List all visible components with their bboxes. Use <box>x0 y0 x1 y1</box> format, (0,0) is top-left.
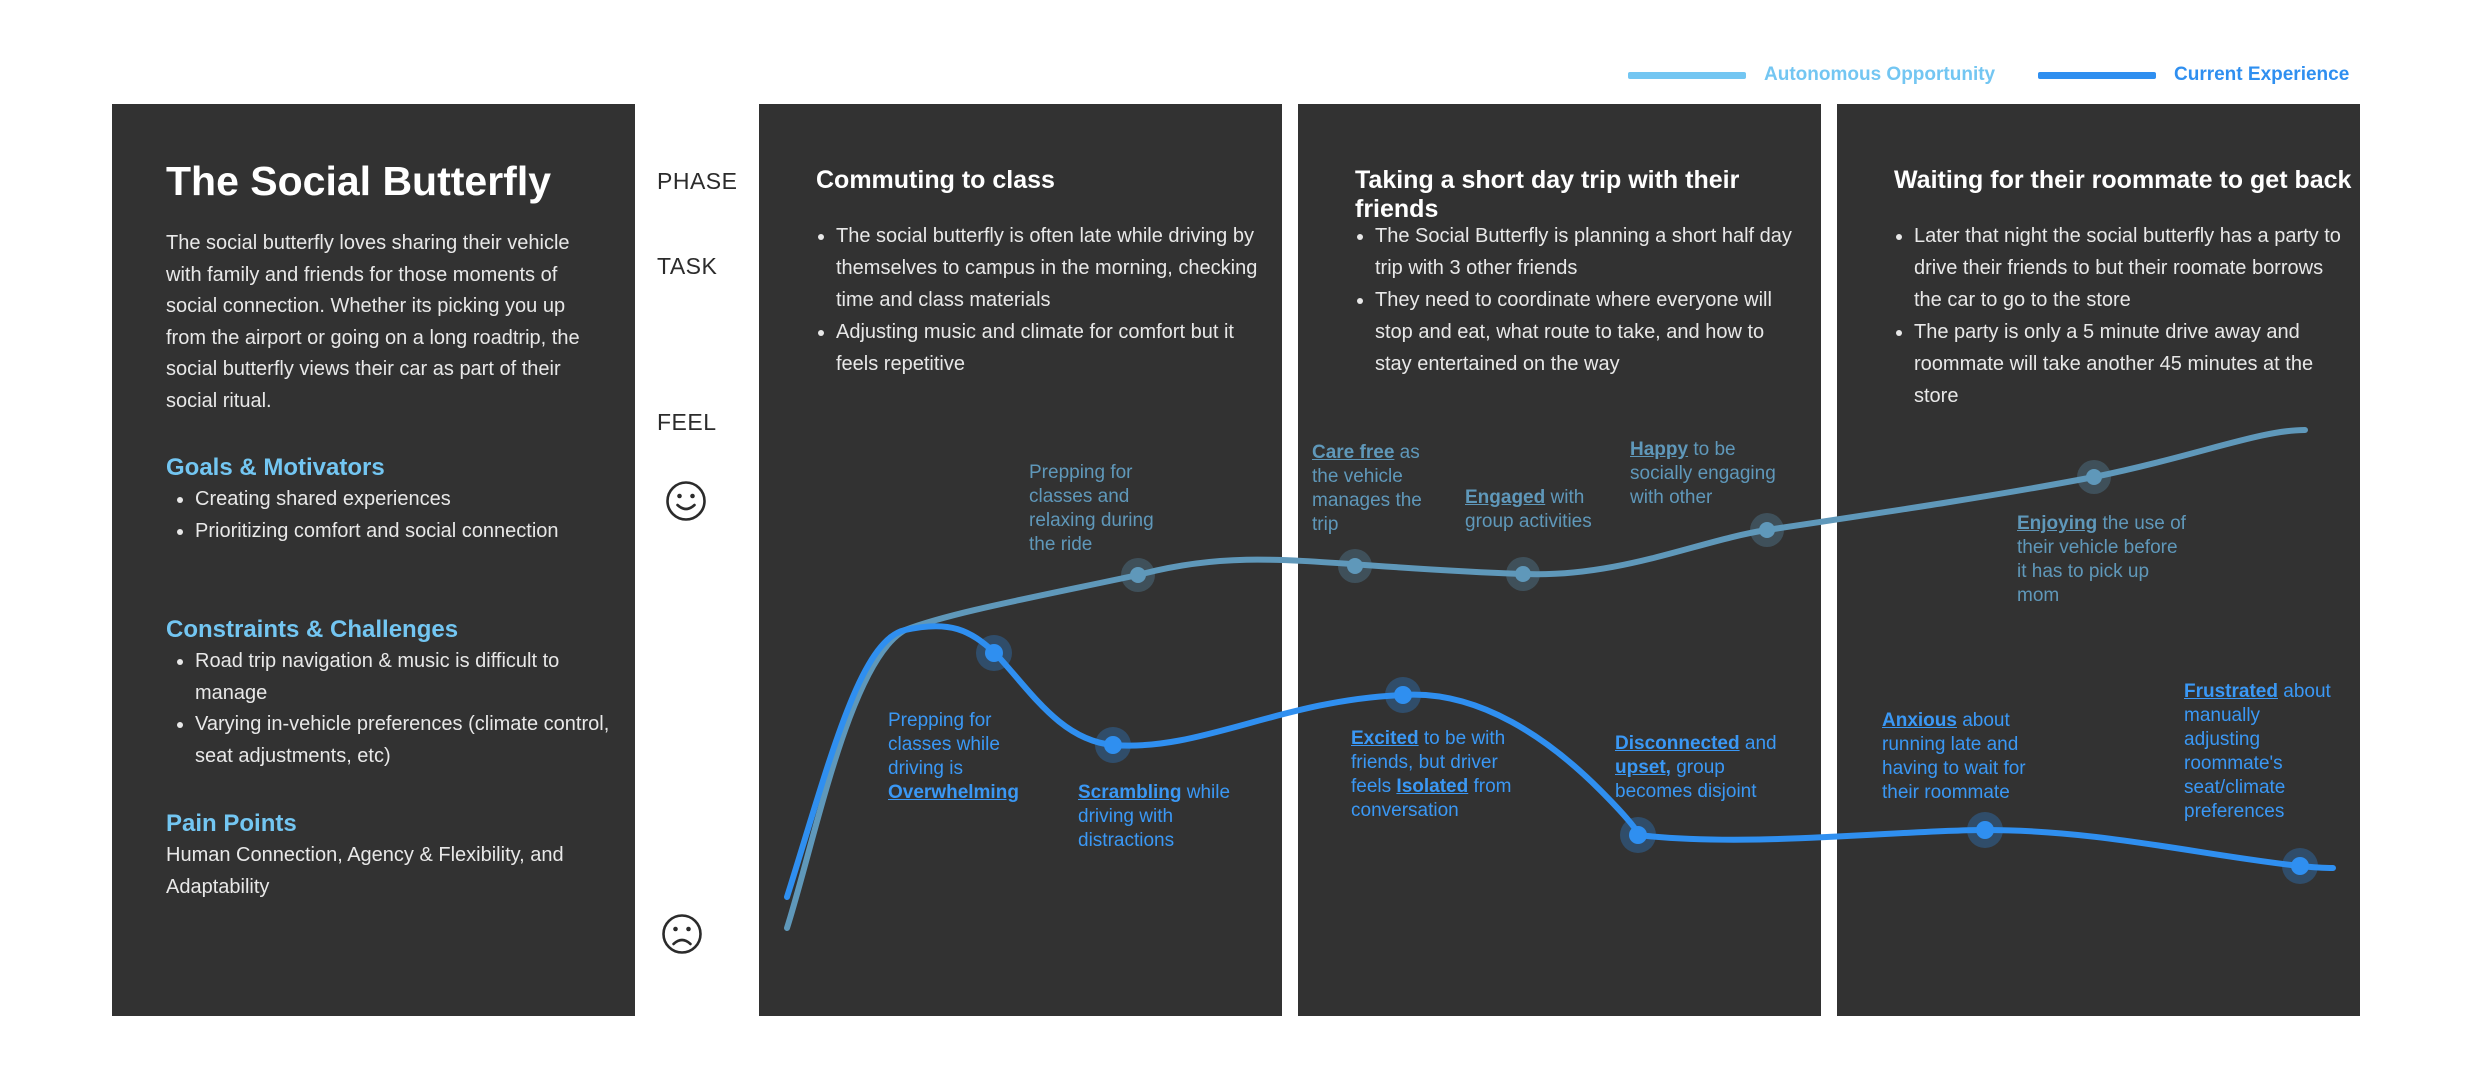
feel-row-label: FEEL <box>657 409 717 435</box>
task-row-label: TASK <box>657 253 718 279</box>
goal-item: Creating shared experiences <box>195 484 615 516</box>
persona-description: The social butterfly loves sharing their… <box>166 232 580 412</box>
annotation-emphasis: Overwhelming <box>888 782 1019 803</box>
annotation-emphasis: Scrambling <box>1078 782 1182 803</box>
annotation-emphasis: upset, <box>1615 757 1671 778</box>
autonomous-annotation: Happy to be socially engaging with other <box>1630 438 1800 510</box>
annotation-text: the use of their vehicle before it has t… <box>2017 513 2186 606</box>
phase-panel-day-trip: Taking a short day trip with their frien… <box>1298 104 1821 1016</box>
pain-points-text: Human Connection, Agency & Flexibility, … <box>166 844 564 898</box>
autonomous-marker <box>1750 513 1784 547</box>
legend-current: Current Experience <box>2038 62 2349 88</box>
autonomous-annotation: Engaged with group activities <box>1465 486 1615 534</box>
autonomous-marker <box>2077 460 2111 494</box>
annotation-emphasis: Happy <box>1630 439 1689 460</box>
annotation-text: from conversation <box>1351 776 1512 821</box>
task-item: They need to coordinate where everyone w… <box>1375 284 1805 380</box>
goals-heading: Goals & Motivators <box>166 454 385 481</box>
annotation-text: and <box>1739 733 1777 754</box>
autonomous-annotation: Prepping for classes and relaxing during… <box>1029 461 1179 557</box>
current-marker <box>976 635 1012 671</box>
phase-panel-waiting: Waiting for their roommate to get back L… <box>1837 104 2360 1016</box>
annotation-emphasis: Enjoying <box>2017 513 2098 534</box>
phase-title: Commuting to class <box>816 166 1055 194</box>
phase-panel-commuting: Commuting to class The social butterfly … <box>759 104 1282 1016</box>
current-annotation: Prepping for classes while driving is Ov… <box>888 709 1048 805</box>
phase-task-list: The Social Butterfly is planning a short… <box>1355 220 1805 380</box>
legend-autonomous-label: Autonomous Opportunity <box>1764 64 1996 85</box>
legend-autonomous-swatch <box>1628 71 1746 79</box>
task-item: The party is only a 5 minute drive away … <box>1914 316 2344 412</box>
current-marker <box>1620 817 1656 853</box>
annotation-text: about manually adjusting roommate's seat… <box>2184 681 2331 822</box>
constraints-heading: Constraints & Challenges <box>166 616 459 643</box>
current-annotation: Excited to be with friends, but driver f… <box>1351 727 1521 823</box>
phase-task-list: Later that night the social butterfly ha… <box>1894 220 2344 412</box>
annotation-text: as the vehicle manages the trip <box>1312 442 1422 535</box>
current-marker <box>1385 677 1421 713</box>
autonomous-marker <box>1506 557 1540 591</box>
legend-current-label: Current Experience <box>2174 64 2350 85</box>
autonomous-marker <box>1121 558 1155 592</box>
annotation-emphasis: Anxious <box>1882 710 1957 731</box>
task-item: Later that night the social butterfly ha… <box>1914 220 2344 316</box>
current-annotation: Anxious about running late and having to… <box>1882 709 2057 805</box>
task-item: The Social Butterfly is planning a short… <box>1375 220 1805 284</box>
current-marker <box>1967 812 2003 848</box>
smiley-face-icon <box>666 481 706 521</box>
annotation-emphasis: Disconnected <box>1615 733 1740 754</box>
annotation-text: about running late and having to wait fo… <box>1882 710 2026 803</box>
autonomous-marker <box>1338 549 1372 583</box>
annotation-text: Prepping for classes and relaxing during… <box>1029 462 1154 555</box>
task-item: The social butterfly is often late while… <box>836 220 1266 316</box>
annotation-text: Prepping for classes while driving is <box>888 710 1000 779</box>
annotation-text: while driving with distractions <box>1078 782 1231 851</box>
autonomous-annotation: Enjoying the use of their vehicle before… <box>2017 512 2187 608</box>
annotation-emphasis: Excited <box>1351 728 1419 749</box>
constraint-item: Road trip navigation & music is difficul… <box>195 646 615 709</box>
phase-title: Taking a short day trip with their frien… <box>1355 166 1740 223</box>
current-annotation: Scrambling while driving with distractio… <box>1078 781 1248 853</box>
persona-panel: The Social Butterfly The social butterfl… <box>112 104 635 1016</box>
annotation-emphasis: Isolated <box>1396 776 1469 797</box>
constraint-item: Varying in-vehicle preferences (climate … <box>195 709 615 772</box>
goal-item: Prioritizing comfort and social connecti… <box>195 516 615 548</box>
legend-current-swatch <box>2038 71 2156 79</box>
annotation-text: with group activities <box>1465 487 1592 532</box>
legend-autonomous: Autonomous Opportunity <box>1628 62 1995 88</box>
constraints-list: Road trip navigation & music is difficul… <box>166 646 615 772</box>
current-marker <box>2282 848 2318 884</box>
annotation-text: to be with friends, but driver feels <box>1351 728 1506 797</box>
current-experience-line <box>784 623 2336 900</box>
autonomous-annotation: Care free as the vehicle manages the tri… <box>1312 441 1447 537</box>
current-annotation: Frustrated about manually adjusting room… <box>2184 680 2334 824</box>
phase-row-label: PHASE <box>657 168 738 194</box>
annotation-text: group becomes disjoint <box>1615 757 1757 802</box>
phase-title: Waiting for their roommate to get back <box>1894 166 2352 194</box>
task-item: Adjusting music and climate for comfort … <box>836 316 1266 380</box>
annotation-emphasis: Care free <box>1312 442 1395 463</box>
current-annotation: Disconnected and upset, group becomes di… <box>1615 732 1800 804</box>
persona-title: The Social Butterfly <box>166 158 552 204</box>
annotation-text: to be socially engaging with other <box>1630 439 1776 508</box>
frowning-face-icon <box>662 914 702 954</box>
phase-task-list: The social butterfly is often late while… <box>816 220 1266 380</box>
annotation-emphasis: Engaged <box>1465 487 1546 508</box>
annotation-emphasis: Frustrated <box>2184 681 2278 702</box>
pain-points-heading: Pain Points <box>166 810 297 837</box>
goals-list: Creating shared experiences Prioritizing… <box>166 484 615 547</box>
current-marker <box>1095 727 1131 763</box>
